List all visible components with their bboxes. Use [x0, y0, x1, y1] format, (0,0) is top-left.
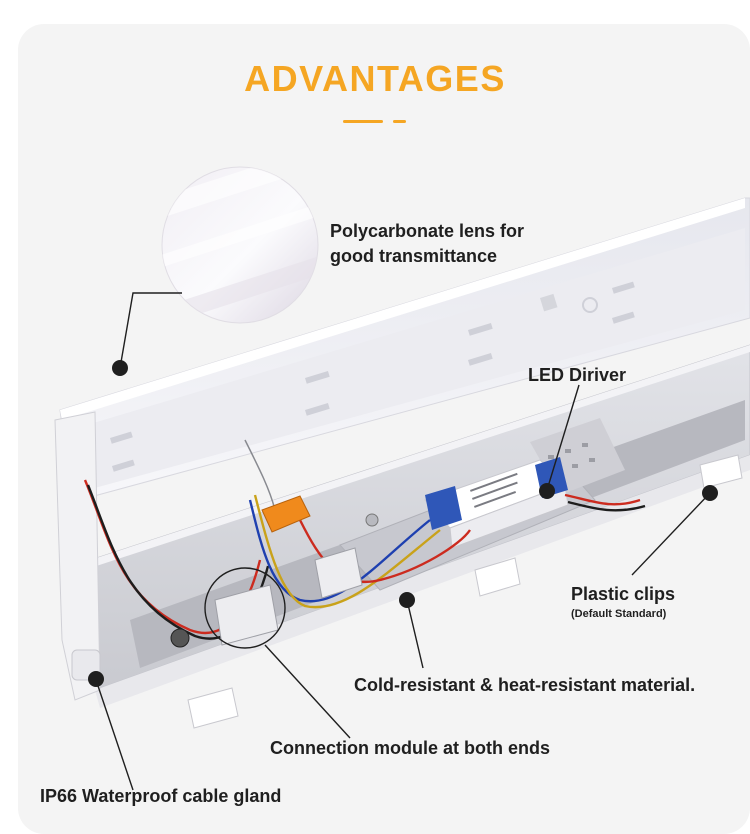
callout-dot-icon: [88, 671, 104, 687]
callout-clips-label: Plastic clips: [571, 584, 676, 604]
callout-dots: [88, 360, 718, 687]
callout-clips: Plastic clips (Default Standard): [571, 582, 675, 621]
plastic-clips: [187, 454, 743, 729]
callout-connection: Connection module at both ends: [270, 738, 550, 758]
connection-module-highlight: [204, 567, 286, 649]
callout-dot-icon: [702, 485, 718, 501]
callout-dot-icon: [112, 360, 128, 376]
callout-dot-icon: [539, 483, 555, 499]
led-driver: [424, 457, 569, 549]
callout-lens-line1: Polycarbonate lens for: [330, 221, 525, 241]
callout-lens: Polycarbonate lens for good transmittanc…: [330, 219, 524, 269]
callout-clips-note: (Default Standard): [571, 608, 667, 620]
callout-gland: IP66 Waterproof cable gland: [40, 786, 282, 806]
terminal-connector: [170, 495, 379, 648]
callout-lens-line2: good transmittance: [330, 246, 498, 266]
callout-material: Cold-resistant & heat-resistant material…: [354, 675, 696, 695]
end-cap: [54, 411, 101, 701]
callout-dot-icon: [399, 592, 415, 608]
title-underline-short: [393, 120, 406, 123]
title-underline-long: [343, 120, 383, 123]
callout-driver: LED Diriver: [528, 365, 627, 385]
fixture-lid: [59, 197, 750, 503]
page-title: ADVANTAGES: [244, 58, 506, 99]
leader-lines: [95, 292, 711, 791]
lens-magnifier-icon: [161, 166, 319, 324]
